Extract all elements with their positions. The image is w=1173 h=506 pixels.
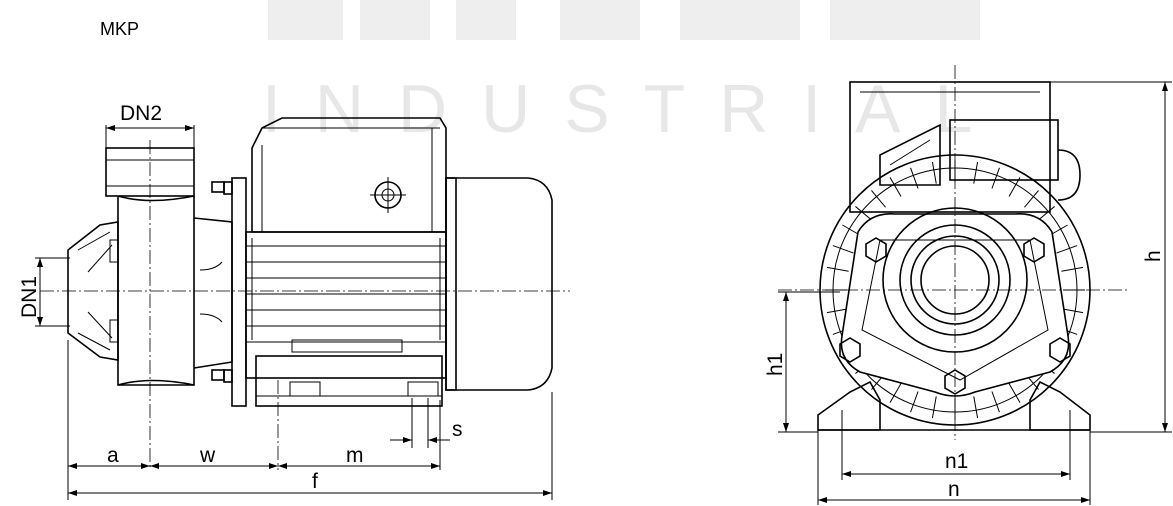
motor-fin (1024, 190, 1039, 208)
watermark: INDUSTRIAL (262, 0, 1006, 147)
motor-fin (973, 396, 979, 419)
motor-fin (931, 396, 937, 419)
watermark-text: INDUSTRIAL (262, 71, 1006, 147)
motor-fin (1008, 383, 1021, 403)
motor-fin (991, 167, 1000, 189)
motor-fin (1056, 245, 1078, 254)
motor-fin (855, 206, 873, 221)
motor-fin (1061, 308, 1084, 314)
motor-fin (931, 161, 937, 184)
side-view: DN2 DN1 a w m f s (18, 102, 570, 500)
dim-label-h: h (1142, 250, 1165, 262)
dim-label-w: w (199, 444, 216, 467)
dim-label-h1: h1 (764, 353, 787, 376)
motor-fin (1061, 266, 1084, 272)
dim-label-a: a (107, 444, 119, 467)
dim-label-m: m (346, 444, 364, 467)
dim-label-s: s (452, 418, 463, 441)
motor-fin (826, 266, 849, 272)
motor-fin (910, 167, 919, 189)
motor-fin (889, 177, 902, 197)
dim-label-dn1: DN1 (18, 276, 41, 318)
dim-label-n: n (948, 478, 960, 501)
motor-fin (826, 308, 849, 314)
motor-fin (973, 161, 979, 184)
motor-fin (832, 245, 854, 254)
dim-label-f: f (312, 470, 318, 493)
motor-fin (889, 383, 902, 403)
motor-fin (910, 391, 919, 413)
dim-label-n1: n1 (945, 450, 968, 473)
motor-fin (1008, 177, 1021, 197)
motor-fin (871, 190, 886, 208)
motor-fin (1037, 206, 1055, 221)
dim-label-dn2: DN2 (120, 102, 162, 125)
front-view: h h1 n1 n (764, 65, 1172, 505)
motor-fin (991, 391, 1000, 413)
diagram-title: MKP (100, 19, 139, 39)
